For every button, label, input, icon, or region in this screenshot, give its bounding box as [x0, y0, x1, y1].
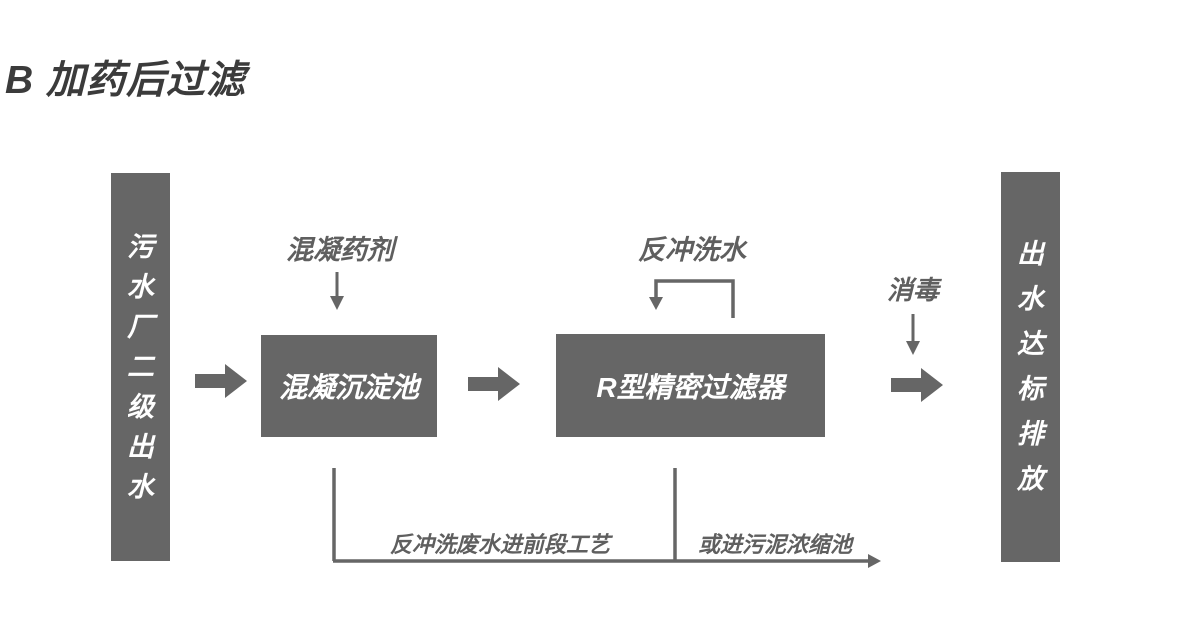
stage2-box-label: R型精密过滤器 — [596, 371, 785, 403]
flow-arrow-right-icon — [891, 368, 943, 402]
flow-arrow-right-icon — [195, 364, 247, 398]
output-box: 出水达标排放 — [1001, 172, 1060, 562]
disinfect-label: 消毒 — [886, 275, 939, 305]
dosing-label: 混凝药剂 — [286, 235, 394, 265]
drain-line-arrow-icon — [332, 468, 881, 568]
output-box-label: 出水达标排放 — [1017, 239, 1044, 494]
drain-front-label: 反冲洗废水进前段工艺 — [389, 532, 610, 557]
source-box-label: 污水厂二级出水 — [127, 231, 154, 502]
source-box: 污水厂二级出水 — [111, 173, 170, 561]
stage1-box: 混凝沉淀池 — [261, 335, 437, 437]
page-title: B 加药后过滤 — [5, 59, 247, 102]
drain-sludge-label: 或进污泥浓缩池 — [697, 532, 852, 557]
backwash-label: 反冲洗水 — [638, 235, 746, 265]
arrow-down-icon — [906, 314, 920, 355]
stage1-box-label: 混凝沉淀池 — [278, 372, 419, 403]
backwash-return-arrow-icon — [649, 279, 735, 318]
stage2-box: R型精密过滤器 — [556, 334, 825, 437]
flow-arrow-right-icon — [468, 367, 520, 401]
arrow-down-icon — [330, 272, 344, 310]
